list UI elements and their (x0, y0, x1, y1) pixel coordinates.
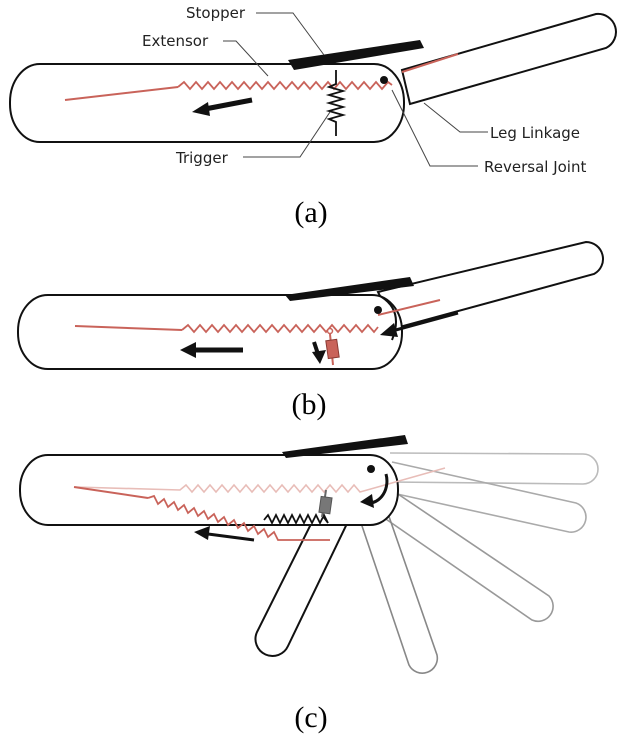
extensor-ghost-c (74, 467, 446, 494)
trigger-pin-b (326, 327, 334, 335)
extensor-line-b (74, 299, 441, 331)
arrow-head-a (192, 102, 210, 116)
label-reversal-joint: Reversal Joint (484, 158, 586, 176)
trigger-spring-c (263, 512, 329, 526)
leader-extensor (223, 40, 269, 77)
extensor-spring-b (181, 323, 379, 334)
ghost-leg-4-c (359, 504, 439, 674)
arrow-a (204, 97, 253, 112)
reversal-joint-dot-c (367, 465, 375, 473)
tube-body-c (19, 454, 399, 526)
panel-b: (b) (17, 240, 604, 421)
trigger-arrow-head-b (312, 350, 326, 364)
stopper-c (282, 435, 408, 458)
leader-trigger (243, 111, 331, 158)
extensor-spring-c (147, 494, 330, 541)
reversal-joint-dot-a (380, 76, 388, 84)
leg-linkage-a (400, 12, 617, 106)
leg-linkage-c (254, 490, 357, 657)
caption-a: (a) (294, 196, 327, 229)
arrow-head-b (180, 342, 196, 358)
rotation-arrow-head-c (360, 494, 374, 508)
leader-reversal-joint (391, 89, 478, 167)
panel-c: (c) (19, 435, 599, 734)
ghost-leg-2-c (387, 461, 587, 533)
label-extensor: Extensor (142, 32, 209, 50)
caption-c: (c) (294, 701, 327, 734)
stopper-a (288, 40, 424, 70)
extensor-spring-a (177, 80, 393, 91)
stopper-b (285, 277, 414, 301)
label-leg-linkage: Leg Linkage (490, 124, 580, 142)
reversal-joint-dot-b (374, 306, 382, 314)
tube-body-b (17, 294, 403, 370)
extensor-line-a (64, 53, 459, 101)
arrow-head-c (194, 526, 210, 540)
arrow-c (207, 532, 255, 542)
panel-a: Stopper Extensor Trigger Leg Linkage Rev… (9, 4, 617, 229)
extensor-line-c (73, 486, 149, 499)
trigger-block-b (325, 338, 340, 360)
trigger-block-c (318, 495, 333, 515)
leg-linkage-b (376, 240, 604, 330)
label-stopper: Stopper (186, 4, 246, 22)
leg-arrow-head-b (380, 323, 398, 337)
ghost-leg-3-c (379, 489, 554, 623)
ghost-leg-1-c (389, 452, 599, 485)
leg-arrow-b (391, 311, 459, 333)
leader-leg-linkage (423, 102, 488, 133)
label-trigger: Trigger (175, 149, 229, 167)
leader-stopper (256, 12, 325, 56)
trigger-spring-a (325, 70, 347, 136)
caption-b: (b) (292, 388, 327, 421)
